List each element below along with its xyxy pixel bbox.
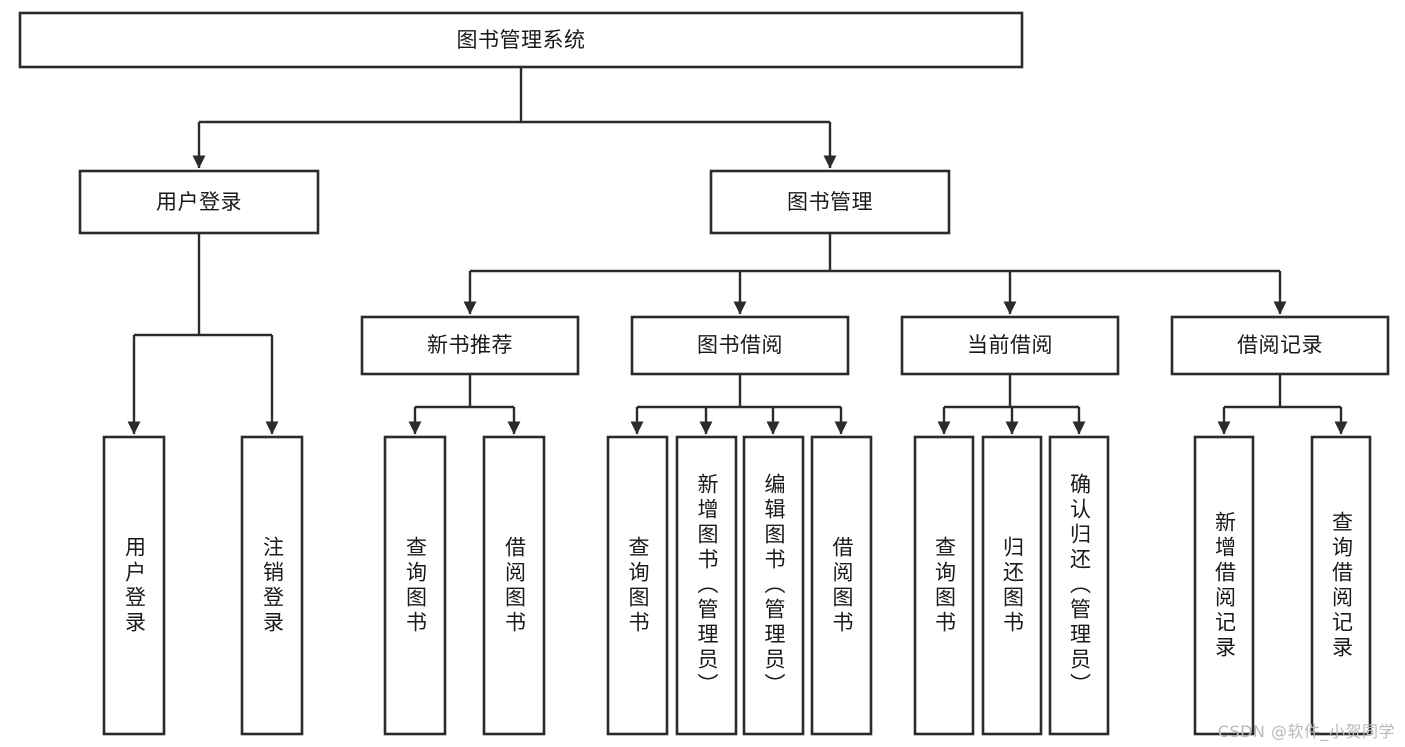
- node-leaf-return-book-box[interactable]: [981, 435, 1043, 736]
- node-leaf-user-login-box[interactable]: [102, 435, 166, 736]
- node-leaf-query-book-recommend-box[interactable]: [383, 435, 447, 736]
- node-leaf-query-book-recommend[interactable]: [383, 435, 447, 736]
- node-leaf-add-book-admin[interactable]: [675, 435, 738, 736]
- node-new-book-recommend-label: 新书推荐: [427, 333, 513, 357]
- node-leaf-logout-login[interactable]: [240, 435, 304, 736]
- node-leaf-add-book-admin-box[interactable]: [675, 435, 738, 736]
- node-borrow-record[interactable]: 借阅记录: [1170, 315, 1390, 376]
- node-leaf-confirm-return-admin[interactable]: [1048, 435, 1110, 736]
- node-current-borrow-box[interactable]: [900, 315, 1120, 376]
- node-root-box[interactable]: [18, 11, 1024, 69]
- node-current-borrow-label: 当前借阅: [967, 333, 1053, 357]
- node-book-borrow-label: 图书借阅: [697, 333, 783, 357]
- node-book-borrow-box[interactable]: [630, 315, 850, 376]
- node-user-login-box[interactable]: [78, 169, 320, 235]
- node-new-book-recommend-box[interactable]: [360, 315, 580, 376]
- node-root-label: 图书管理系统: [457, 28, 586, 52]
- node-leaf-user-login[interactable]: [102, 435, 166, 736]
- node-leaf-add-borrow-record-box[interactable]: [1193, 435, 1255, 736]
- node-new-book-recommend[interactable]: 新书推荐: [360, 315, 580, 376]
- node-book-management-box[interactable]: [709, 169, 951, 235]
- node-root[interactable]: 图书管理系统: [18, 11, 1024, 69]
- node-user-login-label: 用户登录: [156, 190, 242, 214]
- node-leaf-query-book-borrow-box[interactable]: [606, 435, 669, 736]
- node-leaf-logout-login-box[interactable]: [240, 435, 304, 736]
- node-leaf-borrow-book[interactable]: [810, 435, 873, 736]
- node-leaf-query-borrow-record[interactable]: [1310, 435, 1372, 736]
- node-leaf-add-borrow-record[interactable]: [1193, 435, 1255, 736]
- csdn-watermark: CSDN @软件_小贺同学: [1217, 722, 1395, 741]
- node-leaf-query-borrow-record-box[interactable]: [1310, 435, 1372, 736]
- node-leaf-query-book-current[interactable]: [913, 435, 975, 736]
- node-borrow-record-box[interactable]: [1170, 315, 1390, 376]
- node-book-management-label: 图书管理: [787, 190, 873, 214]
- node-book-borrow[interactable]: 图书借阅: [630, 315, 850, 376]
- node-user-login[interactable]: 用户登录: [78, 169, 320, 235]
- node-leaf-confirm-return-admin-box[interactable]: [1048, 435, 1110, 736]
- node-leaf-query-book-current-box[interactable]: [913, 435, 975, 736]
- node-leaf-borrow-book-recommend[interactable]: [482, 435, 546, 736]
- node-leaf-edit-book-admin[interactable]: [742, 435, 805, 736]
- node-leaf-borrow-book-recommend-box[interactable]: [482, 435, 546, 736]
- node-leaf-return-book[interactable]: [981, 435, 1043, 736]
- node-borrow-record-label: 借阅记录: [1237, 333, 1323, 357]
- edge-layer: [127, 67, 1348, 435]
- node-current-borrow[interactable]: 当前借阅: [900, 315, 1120, 376]
- node-book-management[interactable]: 图书管理: [709, 169, 951, 235]
- node-leaf-query-book-borrow[interactable]: [606, 435, 669, 736]
- node-leaf-edit-book-admin-box[interactable]: [742, 435, 805, 736]
- node-leaf-borrow-book-box[interactable]: [810, 435, 873, 736]
